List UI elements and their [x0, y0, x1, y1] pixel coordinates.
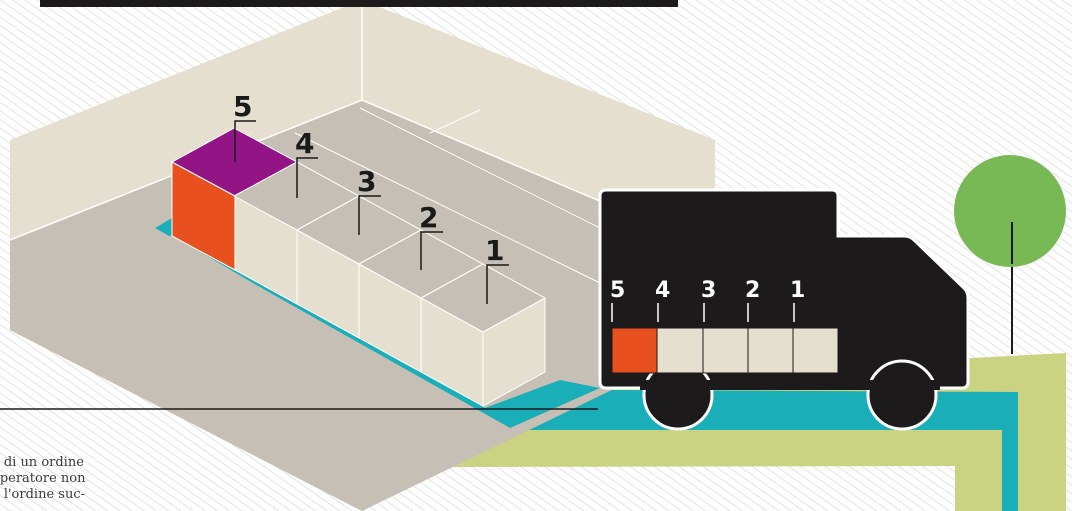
truck-label-4: 4	[655, 278, 670, 303]
truck-label-3: 3	[701, 278, 716, 303]
truck-label-2: 2	[745, 278, 760, 303]
truck-front-wheel	[866, 359, 938, 431]
truck-cargo	[611, 327, 839, 374]
truck-slot-3	[702, 327, 749, 374]
warehouse-right-wall	[362, 0, 715, 250]
box-label-4: 4	[295, 127, 314, 160]
box-label-5: 5	[233, 90, 252, 123]
truck-label-1: 1	[790, 278, 805, 303]
tree-crown	[954, 155, 1066, 267]
box-label-3: 3	[357, 165, 376, 198]
truck: 5 4 3 2 1	[598, 188, 970, 431]
caption-text: e di un ordine operatore non e l'ordine …	[0, 455, 86, 502]
truck-label-5: 5	[610, 278, 625, 303]
truck-slot-1	[792, 327, 839, 374]
truck-leaders	[611, 303, 795, 322]
box-1-top	[419, 263, 547, 333]
truck-wheel-cover	[640, 380, 940, 390]
floor-shadow	[10, 235, 500, 511]
warehouse-leaders	[234, 120, 509, 304]
top-black-bar	[40, 0, 678, 7]
box-label-1: 1	[485, 234, 504, 267]
wall-floor-edge	[9, 99, 716, 251]
truck-slot-5	[611, 327, 658, 374]
truck-slot-4	[656, 327, 704, 374]
truck-slot-2	[747, 327, 794, 374]
box-label-2: 2	[419, 201, 438, 234]
warehouse-left-wall	[10, 0, 362, 240]
